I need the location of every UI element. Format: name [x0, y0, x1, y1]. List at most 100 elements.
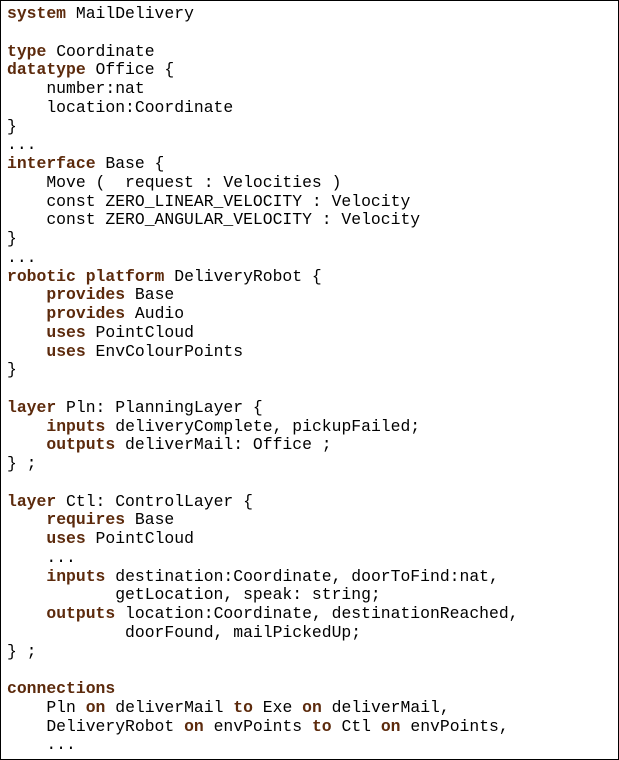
code-text: Exe: [252, 697, 303, 717]
code-line: inputs deliveryComplete, pickupFailed;: [7, 416, 519, 437]
code-line: ​: [7, 474, 519, 493]
code-text: }: [7, 360, 17, 380]
code-text: [7, 417, 46, 436]
code-line: inputs destination:Coordinate, doorToFin…: [7, 566, 519, 587]
code-keyword: uses: [46, 341, 86, 361]
code-line: layer Ctl: ControlLayer {: [7, 491, 519, 512]
code-line: outputs deliverMail: Office ;: [7, 435, 519, 455]
code-line: }: [7, 229, 519, 249]
code-line: interface Base {: [7, 154, 519, 174]
code-text: Base {: [95, 154, 165, 173]
code-line: requires Base: [7, 510, 519, 530]
code-text: DeliveryRobot: [7, 716, 185, 736]
code-line: const ZERO_ANGULAR_VELOCITY : Velocity: [7, 210, 519, 230]
code-keyword: layer: [7, 491, 57, 511]
code-listing: system MailDelivery​type Coordinatedatat…: [7, 4, 519, 755]
code-text: DeliveryRobot {: [164, 266, 322, 286]
code-line: ...: [7, 547, 519, 568]
code-line: provides Audio: [7, 304, 519, 324]
code-line: uses PointCloud: [7, 529, 519, 549]
code-keyword: outputs: [46, 435, 116, 455]
code-keyword: datatype: [7, 60, 86, 80]
code-line: const ZERO_LINEAR_VELOCITY : Velocity: [7, 191, 519, 212]
code-text: MailDelivery: [66, 4, 194, 23]
code-text: destination:Coordinate, doorToFind:nat,: [105, 566, 499, 586]
code-line: }: [7, 116, 519, 137]
code-text: [7, 567, 46, 586]
code-line: }: [7, 360, 519, 380]
code-text: PointCloud: [85, 529, 194, 548]
code-keyword: robotic platform: [7, 266, 165, 286]
code-keyword: requires: [46, 510, 126, 530]
code-text: doorFound, mailPickedUp;: [7, 622, 362, 642]
code-line: doorFound, mailPickedUp;: [7, 622, 519, 643]
code-text: Coordinate: [46, 41, 155, 61]
code-line: outputs location:Coordinate, destination…: [7, 604, 519, 624]
code-text: envPoints: [203, 716, 312, 736]
code-keyword: to: [311, 716, 332, 736]
code-keyword: to: [233, 697, 253, 717]
code-line: provides Base: [7, 285, 519, 305]
code-line: getLocation, speak: string;: [7, 585, 519, 605]
code-line: system MailDelivery: [7, 4, 519, 24]
code-text: [7, 510, 46, 529]
code-text: } ;: [7, 641, 37, 661]
code-keyword: type: [7, 41, 47, 61]
code-text: [7, 529, 46, 548]
code-line: robotic platform DeliveryRobot {: [7, 266, 519, 287]
code-keyword: uses: [46, 322, 86, 342]
code-text: EnvColourPoints: [85, 341, 244, 361]
code-keyword: interface: [7, 154, 96, 173]
code-text: [7, 323, 46, 342]
code-text: } ;: [7, 454, 37, 473]
code-text: }: [7, 229, 17, 248]
code-line: uses EnvColourPoints: [7, 341, 519, 362]
code-text: location:Coordinate, destinationReached,: [115, 604, 519, 623]
code-line: location:Coordinate: [7, 97, 519, 118]
code-text: Ctl: ControlLayer {: [56, 491, 253, 511]
code-text: location:Coordinate: [7, 97, 234, 117]
code-text: [7, 604, 46, 623]
code-keyword: on: [302, 697, 322, 717]
code-text: Ctl: [331, 716, 381, 736]
code-line: uses PointCloud: [7, 322, 519, 343]
code-keyword: outputs: [46, 604, 116, 623]
code-text: const ZERO_LINEAR_VELOCITY : Velocity: [7, 191, 411, 211]
code-keyword: uses: [46, 529, 86, 548]
code-keyword: on: [184, 716, 204, 736]
code-text: Pln: PlanningLayer {: [56, 397, 263, 417]
code-line: ​: [7, 380, 519, 399]
code-line: type Coordinate: [7, 41, 519, 62]
code-text: envPoints,: [400, 716, 509, 736]
code-line: ​: [7, 24, 519, 43]
code-text: deliverMail: [105, 697, 234, 717]
code-line: datatype Office {: [7, 60, 519, 80]
code-text: PointCloud: [85, 322, 194, 342]
code-text: deliverMail: Office ;: [115, 435, 332, 455]
code-text: Move ( request : Velocities ): [7, 172, 342, 192]
code-text: Audio: [125, 304, 185, 323]
code-keyword: inputs: [46, 416, 106, 436]
code-line: Move ( request : Velocities ): [7, 172, 519, 193]
code-text: Office {: [85, 60, 175, 80]
code-line: ...: [7, 135, 519, 155]
code-line: layer Pln: PlanningLayer {: [7, 397, 519, 418]
code-text: [7, 435, 46, 454]
code-line: } ;: [7, 454, 519, 474]
code-text: ...: [7, 547, 76, 567]
code-text: number:nat: [7, 79, 145, 98]
code-text: [7, 285, 46, 304]
code-text: deliveryComplete, pickupFailed;: [105, 416, 421, 436]
code-text: ...: [7, 247, 37, 267]
code-text: Pln: [7, 697, 86, 717]
code-line: ...: [7, 735, 519, 755]
code-keyword: connections: [7, 679, 116, 698]
code-text: }: [7, 116, 17, 136]
code-text: deliverMail,: [321, 697, 450, 717]
code-line: DeliveryRobot on envPoints to Ctl on env…: [7, 716, 519, 737]
code-keyword: on: [85, 697, 106, 717]
code-line: ...: [7, 247, 519, 268]
code-text: const ZERO_ANGULAR_VELOCITY : Velocity: [7, 210, 421, 230]
code-text: ...: [7, 735, 76, 755]
